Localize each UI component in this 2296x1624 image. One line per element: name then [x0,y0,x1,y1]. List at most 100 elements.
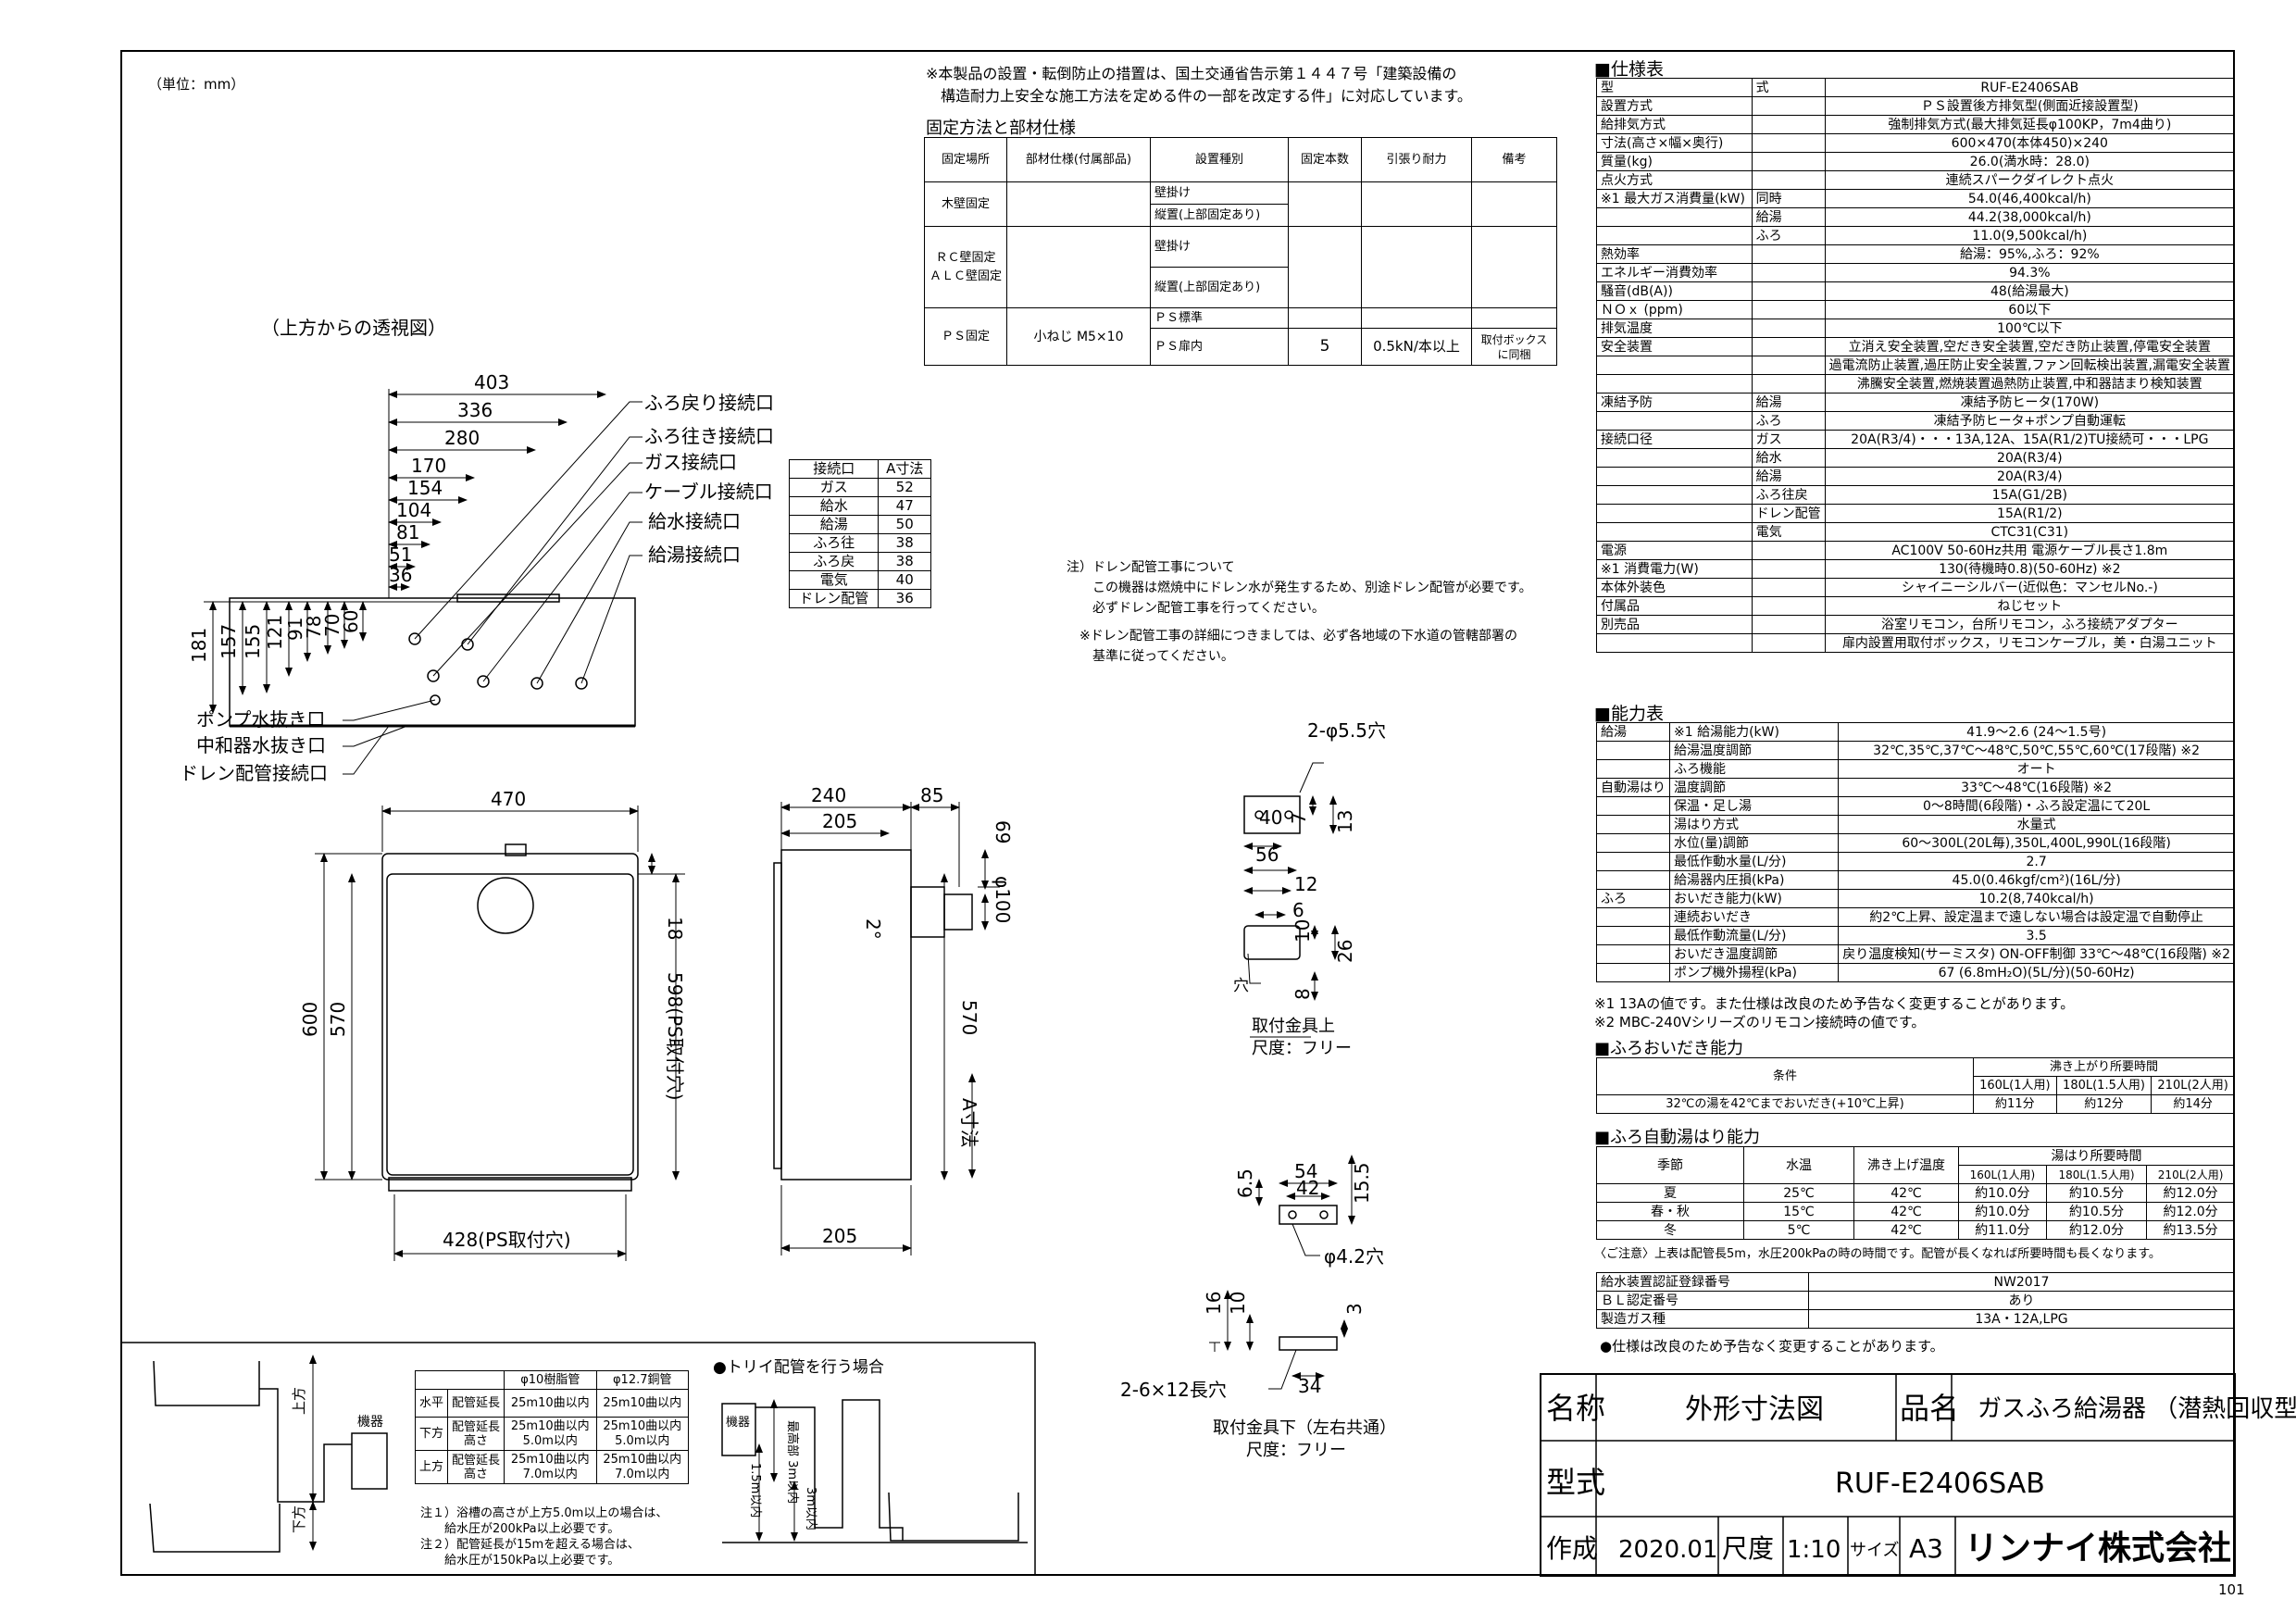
spec-cell: シャイニーシルバー(近似色：マンセルNo.-) [1824,578,2236,597]
dim-text: 10 [1292,919,1314,943]
fix-cell: ＰＳ扉内 [1150,328,1289,366]
dim-text: 155 [242,624,264,659]
perf-cell [1596,815,1670,834]
spec-cell: 15A(R1/2) [1824,504,2236,523]
perf-notes: ※1 13Aの値です。また仕様は改良のため予告なく変更することがあります。 ※2… [1594,994,2074,1031]
spec-cell: 48(給湯最大) [1824,281,2236,301]
bracket-lower-top [1279,1205,1338,1225]
spec-cell: 凍結予防 [1596,393,1753,412]
port-circle [430,694,441,706]
cert-cell: ＢＬ認定番号 [1596,1291,1809,1310]
dim-text: 205 [822,810,857,832]
yuhari-note: 〈ご注意〉上表は配管長5m，水圧200kPaの時の時間です。配管が長くなれば所要… [1594,1247,2161,1261]
perf-cell: オート [1838,759,2235,779]
spec-cell: 排気温度 [1596,319,1753,338]
dim-text: 7 [1288,812,1310,824]
connection-label: ふろ戻り接続口 [644,392,774,414]
spec-cell: 接続口径 [1596,430,1753,449]
dim-text: 240 [811,784,846,806]
spec-cell: ※1 最大ガス消費量(kW) [1596,189,1753,208]
yuhari-cell: 約12.0分 [2146,1202,2235,1221]
pipe-notes: 注１）浴槽の高さが上方5.0m以上の場合は、 給水圧が200kPa以上必要です。… [420,1505,668,1568]
perf-cell: 32℃,35℃,37℃～48℃,50℃,55℃,60℃(17段階) ※2 [1838,741,2235,760]
spec-cell [1751,541,1826,560]
pipe-cell: 25m10曲以内 5.0m以内 [504,1417,597,1451]
pipe-up-label: 上方 [291,1387,307,1415]
spec-cell [1596,411,1753,431]
spec-cell: 連続スパークダイレクト点火 [1824,170,2236,190]
pipe-cell: 配管延長 高さ [447,1450,505,1484]
dim-text: 470 [491,788,526,810]
perf-cell: ふろ [1596,889,1670,908]
pipe-note-line: 給水圧が200kPa以上必要です。 [444,1522,620,1536]
trap-pipe [755,1399,904,1541]
drain-note: 注）ドレン配管工事について この機器は燃焼中にドレン水が発生するため、別途ドレン… [1067,557,1532,667]
view-label: （上方からの透視図） [261,317,446,339]
spec-cell: 沸騰安全装置,燃焼装置過熱防止装置,中和器詰まり検知装置 [1824,374,2236,394]
spec-cell: 過電流防止装置,過圧防止安全装置,ファン回転検出装置,漏電安全装置 [1824,356,2236,375]
trap-kiki-box [721,1403,756,1456]
dim-text: 157 [218,624,240,659]
spec-cell [1751,281,1826,301]
spec-cell [1751,596,1826,616]
oidaki-cell: 約12分 [2055,1094,2152,1114]
spec-cell: ふろ [1751,226,1826,245]
oidaki-cell: 約14分 [2151,1094,2235,1114]
a-header: A寸法 [878,459,931,479]
perf-cell [1596,944,1670,964]
spec-cell [1596,226,1753,245]
title-block [1540,1373,2236,1577]
perf-cell: 10.2(8,740kcal/h) [1838,889,2235,908]
yuhari-cell: 15℃ [1743,1202,1854,1221]
perf-cell: 保温・足し湯 [1668,796,1840,816]
spec-cell [1751,615,1826,634]
dim-text: A寸法 [958,1098,980,1148]
spec-cell: 20A(R3/4)・・・13A,12A、15A(R1/2)TU接続可・・・LPG [1824,430,2236,449]
perf-cell: 2.7 [1838,852,2235,871]
pipe-cell: 上方 [414,1450,449,1484]
spec-cell [1596,522,1753,542]
yuhari-table: 季節水温沸き上げ温度湯はり所要時間 160L(1人用)180L(1.5人用)21… [1596,1146,2235,1240]
drain-note-line: 注）ドレン配管工事について [1067,560,1235,575]
dim-text: 81 [396,521,419,543]
oidaki-header: 沸き上がり所要時間 [1973,1057,2235,1077]
spec-cell [1751,356,1826,375]
fix-header: 設置種別 [1150,137,1289,182]
spec-cell: 別売品 [1596,615,1753,634]
spec-cell: CTC31(C31) [1824,522,2236,542]
dim-text: φ4.2穴 [1324,1245,1384,1268]
spec-cell: 寸法(高さ×幅×奥行) [1596,133,1753,153]
port-circle [575,677,588,690]
a-cell: 40 [878,570,931,590]
dim-text: 336 [457,399,493,421]
cert-cell: NW2017 [1808,1272,2235,1292]
yuhari-cell: 約12.0分 [2146,1183,2235,1203]
oidaki-col: 210L(2人用) [2151,1076,2235,1095]
cert-cell: 給水装置認証登録番号 [1596,1272,1809,1292]
bracket-scale: 尺度：フリー [1252,1039,1352,1058]
drain-note-line: ※ドレン配管工事の詳細につきましては、必ず各地域の下水道の管轄部署の [1079,629,1518,643]
a-cell: 給水 [788,496,880,516]
spec-cell: 点火方式 [1596,170,1753,190]
bracket-upper-top [1243,795,1301,834]
spec-cell [1596,207,1753,227]
perf-cell [1596,759,1670,779]
pipe-cell: 配管延長 高さ [447,1417,505,1451]
dim-text: 570 [327,1002,349,1037]
dim-text: 181 [188,628,210,663]
dim-text: 205 [822,1225,857,1247]
spec-cell: ＰＳ設置後方排気型(側面近接設置型) [1824,96,2236,116]
perf-cell [1596,870,1670,890]
yuhari-cell: 約10.0分 [1958,1202,2047,1221]
perf-cell: 給湯温度調節 [1668,741,1840,760]
spec-cell [1596,356,1753,375]
spec-cell: ※1 消費電力(W) [1596,559,1753,579]
spec-cell: 扉内設置用取付ボックス，リモコンケーブル，美・白湯ユニット [1824,633,2236,653]
cert-cell: あり [1808,1291,2235,1310]
dim-text: 570 [958,1000,980,1035]
spec-title: ■仕様表 [1594,59,1664,80]
perf-cell: 33℃～48℃(16段階) ※2 [1838,778,2235,797]
dim-text: 280 [444,427,480,449]
port-circle [477,675,490,688]
